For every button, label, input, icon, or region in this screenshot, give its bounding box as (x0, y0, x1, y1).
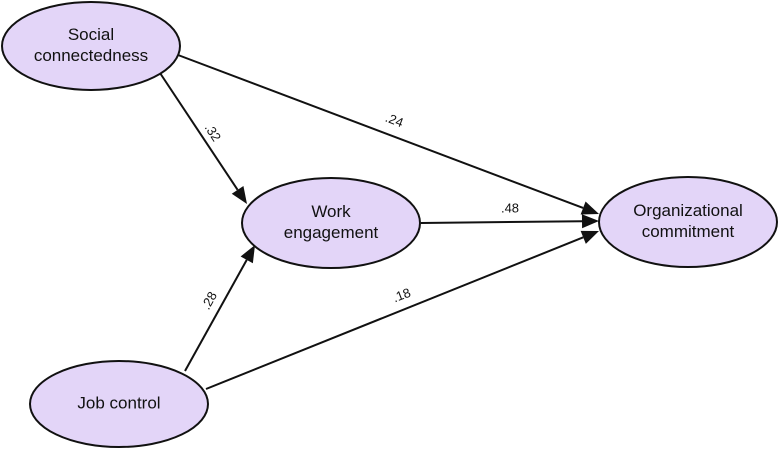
arrowhead-icon (231, 185, 247, 204)
edge-social-work: .32 (159, 72, 247, 204)
edge-work-org: .48 (420, 200, 599, 229)
node-job: Job control (29, 360, 209, 448)
edge-job-org: .18 (205, 230, 599, 390)
edge-line-social-org (177, 54, 584, 209)
node-label-social-line-0: Social (68, 25, 114, 44)
arrowhead-icon (581, 214, 599, 229)
node-ellipse-job (29, 360, 209, 448)
edge-label-social-org: .24 (383, 110, 405, 130)
node-ellipse-work (241, 177, 421, 269)
node-ellipse-social (1, 1, 181, 91)
node-label-social-line-1: connectedness (34, 46, 148, 65)
node-label-work-line-0: Work (311, 202, 351, 221)
edges-layer: .32 .24 .48 .28 .18 (159, 54, 599, 390)
edge-label-job-work: .28 (198, 289, 220, 312)
edge-line-job-org (205, 236, 584, 390)
edge-line-social-work (159, 72, 239, 191)
node-label-work-line-1: engagement (284, 223, 379, 242)
edge-label-work-org: .48 (501, 200, 519, 215)
edge-label-job-org: .18 (390, 285, 412, 305)
edge-social-org: .24 (177, 54, 599, 215)
node-ellipse-org (598, 176, 778, 268)
node-social: Social connectedness (1, 1, 181, 91)
node-label-job-line-0: Job control (77, 393, 160, 412)
arrowhead-icon (580, 201, 599, 215)
node-work: Work engagement (241, 177, 421, 269)
edge-job-work: .28 (184, 245, 255, 372)
arrowhead-icon (580, 230, 599, 244)
node-label-org-line-1: commitment (642, 222, 735, 241)
arrowhead-icon (240, 245, 255, 264)
node-label-org-line-0: Organizational (633, 201, 743, 220)
edge-line-job-work (184, 259, 248, 372)
node-org: Organizational commitment (598, 176, 778, 268)
edge-line-work-org (420, 220, 583, 224)
